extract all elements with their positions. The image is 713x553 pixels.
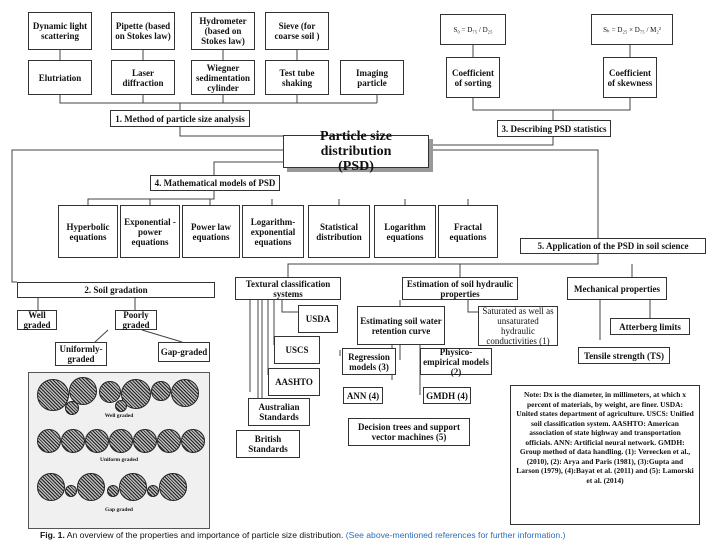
stats-header: 3. Describing PSD statistics xyxy=(497,120,611,137)
retention-regression: Regression models (3) xyxy=(342,348,396,375)
gradation-uniform: Uniformly-graded xyxy=(55,342,107,366)
method-label-hydrometer: Hydrometer (based on Stokes law) xyxy=(191,12,255,50)
method-label-pipette: Pipette (based on Stokes law) xyxy=(111,12,175,50)
sorting-formula: S₀ = D₇₅ / D₂₅ xyxy=(440,14,506,45)
img-label-gap: Gap graded xyxy=(105,507,133,513)
hydraulic-properties: Estimation of soil hydraulic properties xyxy=(402,277,518,300)
note-box: Note: Dx is the diameter, in millimeters… xyxy=(510,385,700,525)
retention-ann: ANN (4) xyxy=(343,387,383,404)
caption-label: Fig. 1. xyxy=(40,530,65,540)
textural-british: British Standards xyxy=(236,430,300,458)
model-power-law: Power law equations xyxy=(182,205,240,258)
img-label-uniform: Uniform graded xyxy=(99,457,139,463)
textural-usda: USDA xyxy=(298,305,338,333)
caption-text: An overview of the properties and import… xyxy=(66,530,344,540)
retention-decision-trees: Decision trees and support vector machin… xyxy=(348,418,470,446)
method-test-tube: Test tube shaking xyxy=(265,60,329,95)
method-wiegner: Wiegner sedimentation cylinder xyxy=(191,60,255,95)
textural-australian: Australian Standards xyxy=(248,398,310,426)
model-exp-power: Exponential -power equations xyxy=(120,205,180,258)
diagram-title: Particle size distribution (PSD) xyxy=(283,129,429,174)
textural-aashto: AASHTO xyxy=(268,368,320,396)
figure-caption: Fig. 1. An overview of the properties an… xyxy=(40,530,690,540)
model-hyperbolic: Hyperbolic equations xyxy=(58,205,118,258)
models-header: 4. Mathematical models of PSD xyxy=(150,175,280,191)
textural-uscs: USCS xyxy=(274,336,320,364)
retention-physico: Physico-empirical models (2) xyxy=(420,347,492,377)
methods-header: 1. Method of particle size analysis xyxy=(110,110,250,127)
retention-gmdh: GMDH (4) xyxy=(423,387,471,404)
img-label-well: Well graded xyxy=(104,413,134,419)
gradation-well: Well graded xyxy=(17,310,57,330)
gradation-gap: Gap-graded xyxy=(158,342,210,362)
coefficient-skewness: Coefficient of skewness xyxy=(603,57,657,98)
gradation-poorly: Poorly graded xyxy=(115,310,157,330)
atterberg-limits: Atterberg limits xyxy=(610,318,690,335)
textural-classification: Textural classification systems xyxy=(235,277,341,300)
method-imaging: Imaging particle xyxy=(340,60,404,95)
method-elutriation: Elutriation xyxy=(28,60,92,95)
tensile-strength: Tensile strength (TS) xyxy=(578,347,670,364)
model-statistical: Statistical distribution xyxy=(308,205,370,258)
model-logarithm: Logarithm equations xyxy=(374,205,436,258)
model-fractal: Fractal equations xyxy=(438,205,498,258)
coefficient-sorting: Coefficient of sorting xyxy=(446,57,500,98)
method-label-dls: Dynamic light scattering xyxy=(28,12,92,50)
method-laser: Laser diffraction xyxy=(111,60,175,95)
hydraulic-saturated: Saturated as well as unsaturated hydraul… xyxy=(478,306,558,346)
gradation-illustration: Well graded Uniform graded Gap graded xyxy=(28,372,210,529)
model-log-exp: Logarithm-exponential equations xyxy=(242,205,304,258)
retention-curve: Estimating soil water retention curve xyxy=(357,306,445,345)
application-header: 5. Application of the PSD in soil scienc… xyxy=(520,238,706,254)
mechanical-properties: Mechanical properties xyxy=(567,277,667,300)
method-label-sieve: Sieve (for coarse soil ) xyxy=(265,12,329,50)
skewness-formula: Sₖ = D₂₅ × D₇₅ / M₂² xyxy=(591,14,673,45)
gradation-header: 2. Soil gradation xyxy=(17,282,215,298)
caption-link[interactable]: (See above-mentioned references for furt… xyxy=(345,530,566,540)
